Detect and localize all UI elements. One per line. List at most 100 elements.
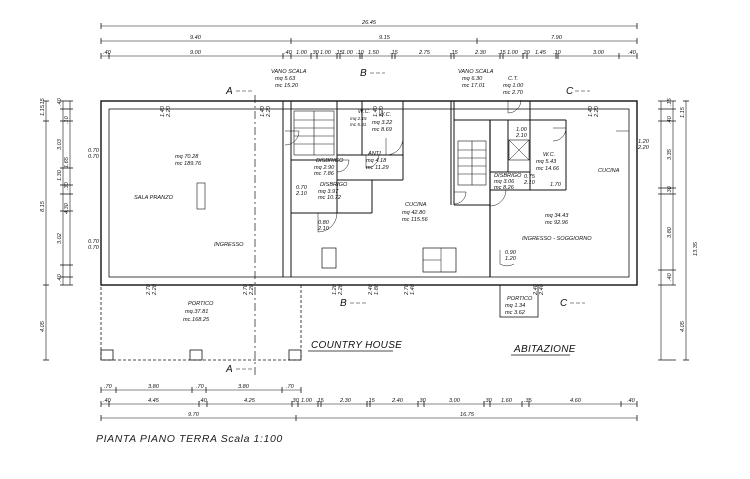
section-mark-c-bottom: C	[560, 298, 568, 309]
door-label: 1.70	[550, 182, 562, 188]
room-volume: mc 8.69	[372, 127, 392, 133]
unit-labels: COUNTRY HOUSE ABITAZIONE	[308, 340, 576, 356]
room-ingresso-soggiorno: INGRESSO - SOGGIORNO	[522, 236, 592, 242]
room-volume: mc 7.86	[314, 171, 335, 177]
dim-total: 26.45	[361, 20, 377, 26]
dim-top-row3: .10	[553, 50, 562, 56]
dim-top-row3: .15	[498, 50, 507, 56]
window-label: 0.70	[88, 148, 100, 154]
section-mark-b-top: B	[360, 68, 367, 79]
dim-bottom-row2: 2.40	[391, 398, 404, 404]
dim-top-row3: .40	[628, 50, 637, 56]
dim-bottom-row2: 1.00	[301, 398, 313, 404]
room-area: mq 2.90	[314, 165, 335, 171]
room-portico-left: PORTICO	[188, 301, 214, 307]
dim-top-row3: .20	[522, 50, 531, 56]
window-label: 0.70	[88, 239, 100, 245]
dim-top-row3: .15	[390, 50, 399, 56]
dim-bottom-row2: .40	[199, 398, 208, 404]
door-label: 0.70	[296, 185, 308, 191]
room-area: mq.37.81	[185, 309, 208, 315]
door-label: 2.20	[338, 283, 344, 296]
room-volume: mc 5.81	[350, 122, 367, 127]
right-dimensions: .15 1.15 .40 3.35 .30 3.80 .40 13.35 4.0…	[667, 97, 699, 332]
dim-bottom-row1: .70	[104, 384, 113, 390]
dim-bottom-row2: .35	[524, 398, 533, 404]
room-ingresso: INGRESSO	[214, 242, 244, 248]
door-label: 2.20	[379, 105, 385, 118]
section-mark-c-top: C	[566, 86, 574, 97]
room-disbrigo-1: DISBRIGO	[316, 158, 344, 164]
dim-top-row3: 1.50	[368, 50, 380, 56]
room-antibagno: ANTI	[367, 151, 381, 157]
room-labels: SALA PRANZO mq 70.28 mc 189.76 INGRESSO …	[134, 69, 620, 323]
unit-country-house: COUNTRY HOUSE	[311, 340, 402, 351]
dim-bottom-row2: .30	[484, 398, 493, 404]
bottom-dimensions: .70 3.80 .70 3.80 .70 .40 4.45 .40 4.25 …	[103, 384, 636, 418]
room-wc-left: W.C.	[379, 112, 391, 118]
dim-top-row3: 2.30	[474, 50, 487, 56]
door-label: 1.40	[588, 105, 594, 117]
window-label: 0.70	[88, 245, 100, 251]
door-label: 2.20	[166, 105, 172, 118]
dim-left: 3.03	[57, 138, 63, 150]
door-label: 2.20	[637, 145, 650, 151]
door-label: 2.40	[368, 283, 374, 296]
dim-bottom-row2: .40	[103, 398, 112, 404]
dim-bottom-row2: .40	[627, 398, 636, 404]
dimension-lines	[43, 23, 689, 421]
room-volume: mc 10.72	[318, 195, 342, 201]
dim-bottom-row1: .70	[196, 384, 205, 390]
room-cucina-right: CUCINA	[598, 168, 620, 174]
room-volume: mc 92.96	[545, 220, 569, 226]
dim-right: 4.05	[680, 320, 686, 332]
room-volume: mc 15.20	[275, 83, 299, 89]
dim-bottom-row1: 3.80	[148, 384, 160, 390]
door-label: 1.40	[373, 105, 379, 117]
door-label: 1.20	[638, 139, 650, 145]
dim-right: 3.35	[667, 148, 673, 160]
dim-bottom-row2: 4.60	[570, 398, 582, 404]
dim-right: .30	[667, 185, 673, 194]
room-disbrigo-3: DISBRIGO	[494, 173, 522, 179]
room-wc-right: W.C.	[543, 152, 555, 158]
door-swings	[284, 99, 629, 267]
dim-top-row2: 9.15	[379, 35, 391, 41]
dim-left: .40	[57, 97, 63, 106]
door-label: 1.40	[260, 105, 266, 117]
room-volume: mc.168.25	[183, 317, 210, 323]
dim-right: 1.15	[680, 106, 686, 118]
door-label: 1.40	[160, 105, 166, 117]
dim-top-row3: 1.00	[320, 50, 332, 56]
room-vano-scala-right: VANO SCALA	[458, 69, 494, 75]
dim-bottom-row2: 4.25	[244, 398, 256, 404]
room-volume: mc 14.66	[536, 166, 560, 172]
dim-left: 4.05	[40, 320, 46, 332]
door-label: 2.20	[594, 105, 600, 118]
dim-left: .10	[64, 115, 70, 124]
room-area: mq 1.00	[503, 83, 524, 89]
door-label: 0.90	[505, 250, 517, 256]
window-label: 0.70	[88, 154, 100, 160]
room-volume: mc 115.56	[402, 217, 429, 223]
dim-right: 3.80	[667, 226, 673, 238]
door-label: 2.70	[404, 283, 410, 296]
section-mark-b-bottom: B	[340, 298, 347, 309]
dim-bottom-row1: .70	[286, 384, 295, 390]
room-area: mq 6.30	[462, 76, 483, 82]
dim-top-row3: .10	[356, 50, 365, 56]
unit-abitazione: ABITAZIONE	[513, 344, 576, 355]
dim-left: .30	[64, 181, 70, 190]
dim-right: .15	[667, 97, 673, 106]
dim-bottom-row3: 16.75	[460, 412, 475, 418]
room-ct: C.T.	[508, 76, 518, 82]
dim-top-row3: .40	[284, 50, 293, 56]
room-area: mq 3.06	[494, 179, 515, 185]
door-label: 1.00	[516, 127, 528, 133]
door-label: 2.40	[533, 283, 539, 296]
room-disbrigo-2: DISBRIGO	[320, 182, 348, 188]
door-label: 2.10	[523, 180, 536, 186]
dim-top-row3: .30	[311, 50, 320, 56]
door-label: 2.20	[152, 283, 158, 296]
dim-right: 13.35	[693, 241, 699, 256]
